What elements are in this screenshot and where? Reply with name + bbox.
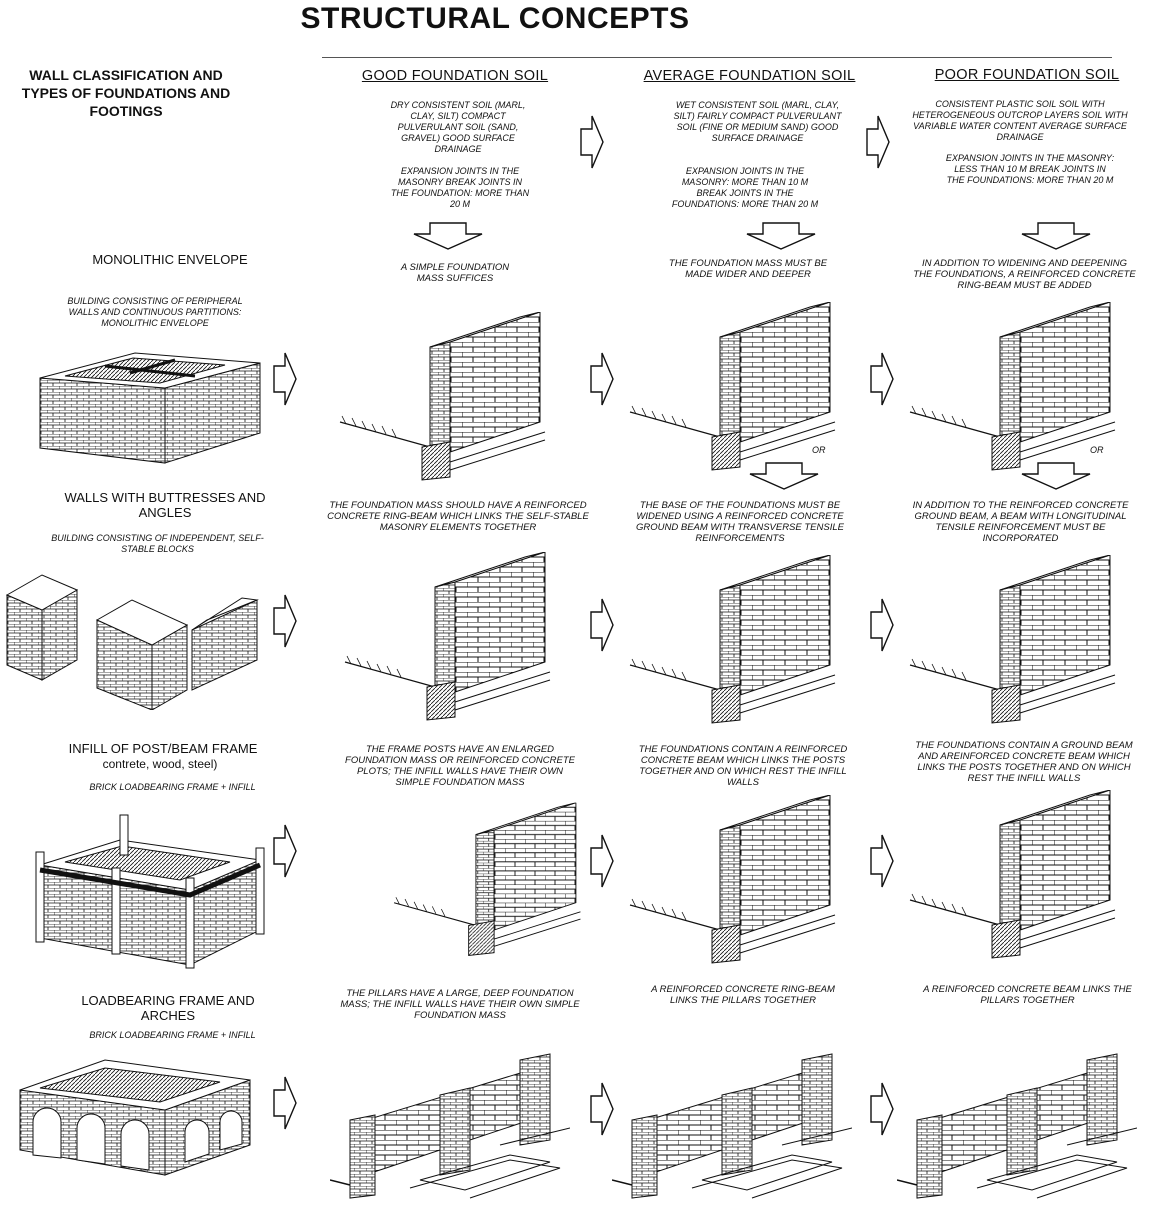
row-desc-arches: BRICK LOADBEARING FRAME + INFILL [89, 1030, 256, 1040]
row-desc-buttresses: BUILDING CONSISTING OF INDEPENDENT, SELF… [51, 533, 264, 554]
right-arrow-icon [870, 1082, 894, 1136]
right-arrow-icon [870, 352, 894, 406]
pillars-section-r4-good [330, 1030, 570, 1200]
soil-text-good: DRY CONSISTENT SOIL (MARL, CLAY, SILT) C… [390, 100, 526, 154]
wall-section-r3-average [620, 795, 840, 965]
down-arrow-icon [745, 222, 817, 250]
note-r1-good: A SIMPLE FOUNDATION MASS SUFFICES [400, 262, 510, 284]
column-heading-good: GOOD FOUNDATION SOIL [361, 68, 549, 84]
wall-section-r3-good [385, 800, 585, 960]
wall-section-r3-poor [900, 790, 1120, 960]
column-heading-average: AVERAGE FOUNDATION SOIL [643, 68, 856, 84]
wall-section-r2-average [620, 555, 840, 725]
right-arrow-icon [273, 1076, 297, 1130]
wall-section-r1-good [330, 312, 550, 482]
note-r2-poor: IN ADDITION TO THE REINFORCED CONCRETE G… [912, 500, 1129, 544]
wall-section-r1-average [620, 302, 840, 472]
right-arrow-icon [866, 115, 890, 169]
column-heading-poor: POOR FOUNDATION SOIL [934, 67, 1120, 83]
right-arrow-icon [590, 352, 614, 406]
note-r2-average: THE BASE OF THE FOUNDATIONS MUST BE WIDE… [636, 500, 844, 544]
note-r3-poor: THE FOUNDATIONS CONTAIN A GROUND BEAM AN… [915, 740, 1133, 784]
note-r4-good: THE PILLARS HAVE A LARGE, DEEP FOUNDATIO… [340, 988, 580, 1021]
row-subtitle-infill: contrete, wood, steel) [102, 757, 218, 771]
row-title-monolithic: MONOLITHIC ENVELOPE [92, 252, 248, 267]
note-r3-average: THE FOUNDATIONS CONTAIN A REINFORCED CON… [638, 744, 848, 788]
joints-text-good: EXPANSION JOINTS IN THE MASONRY BREAK JO… [390, 166, 530, 209]
right-arrow-icon [590, 834, 614, 888]
row-title-buttresses: WALLS WITH BUTTRESSES AND ANGLES [64, 490, 266, 520]
row-desc-monolithic: BUILDING CONSISTING OF PERIPHERAL WALLS … [67, 296, 243, 328]
down-arrow-icon [1020, 462, 1092, 490]
wall-section-r1-poor [900, 302, 1120, 472]
down-arrow-icon [748, 462, 820, 490]
note-r2-good: THE FOUNDATION MASS SHOULD HAVE A REINFO… [327, 500, 589, 533]
or-label: OR [1090, 445, 1104, 455]
wall-section-r2-good [335, 552, 555, 722]
soil-text-average: WET CONSISTENT SOIL (MARL, CLAY, SILT) F… [673, 100, 842, 143]
right-arrow-icon [273, 594, 297, 648]
post-beam-frame-illustration [30, 810, 270, 970]
note-r4-average: A REINFORCED CONCRETE RING-BEAM LINKS TH… [651, 984, 835, 1006]
row-title-infill: INFILL OF POST/BEAM FRAME [68, 741, 258, 756]
note-r3-good: THE FRAME POSTS HAVE AN ENLARGED FOUNDAT… [345, 744, 575, 788]
right-arrow-icon [580, 115, 604, 169]
note-r1-average: THE FOUNDATION MASS MUST BE MADE WIDER A… [668, 258, 828, 280]
arches-building-illustration [15, 1050, 255, 1180]
page-title: STRUCTURAL CONCEPTS [300, 2, 690, 35]
right-arrow-icon [273, 824, 297, 878]
down-arrow-icon [412, 222, 484, 250]
down-arrow-icon [1020, 222, 1092, 250]
joints-text-poor: EXPANSION JOINTS IN THE MASONRY: less th… [945, 153, 1115, 185]
row-title-arches: LOADBEARING FRAME AND ARCHES [81, 993, 255, 1023]
pillars-section-r4-average [612, 1030, 852, 1200]
note-r4-poor: A REINFORCED CONCRETE BEAM LINKS THE PIL… [923, 984, 1132, 1006]
right-arrow-icon [273, 352, 297, 406]
right-arrow-icon [590, 598, 614, 652]
wall-section-r2-poor [900, 555, 1120, 725]
row-desc-infill: BRICK LOADBEARING FRAME + INFILL [89, 782, 256, 792]
monolithic-building-illustration [35, 338, 265, 468]
left-header: WALL CLASSIFICATION AND TYPES OF FOUNDAT… [21, 67, 231, 119]
right-arrow-icon [870, 598, 894, 652]
header-rule [322, 57, 1112, 58]
or-label: OR [812, 445, 826, 455]
right-arrow-icon [590, 1082, 614, 1136]
soil-text-poor: CONSISTENT PLASTIC SOIL SOIL WITH HETERO… [912, 99, 1128, 142]
note-r1-poor: IN ADDITION TO WIDENING AND DEEPENING TH… [913, 258, 1136, 291]
joints-text-average: EXPANSION JOINTS IN THE MASONRY: more th… [671, 166, 819, 209]
buttresses-building-illustration [2, 570, 262, 710]
pillars-section-r4-poor [897, 1030, 1137, 1200]
right-arrow-icon [870, 834, 894, 888]
